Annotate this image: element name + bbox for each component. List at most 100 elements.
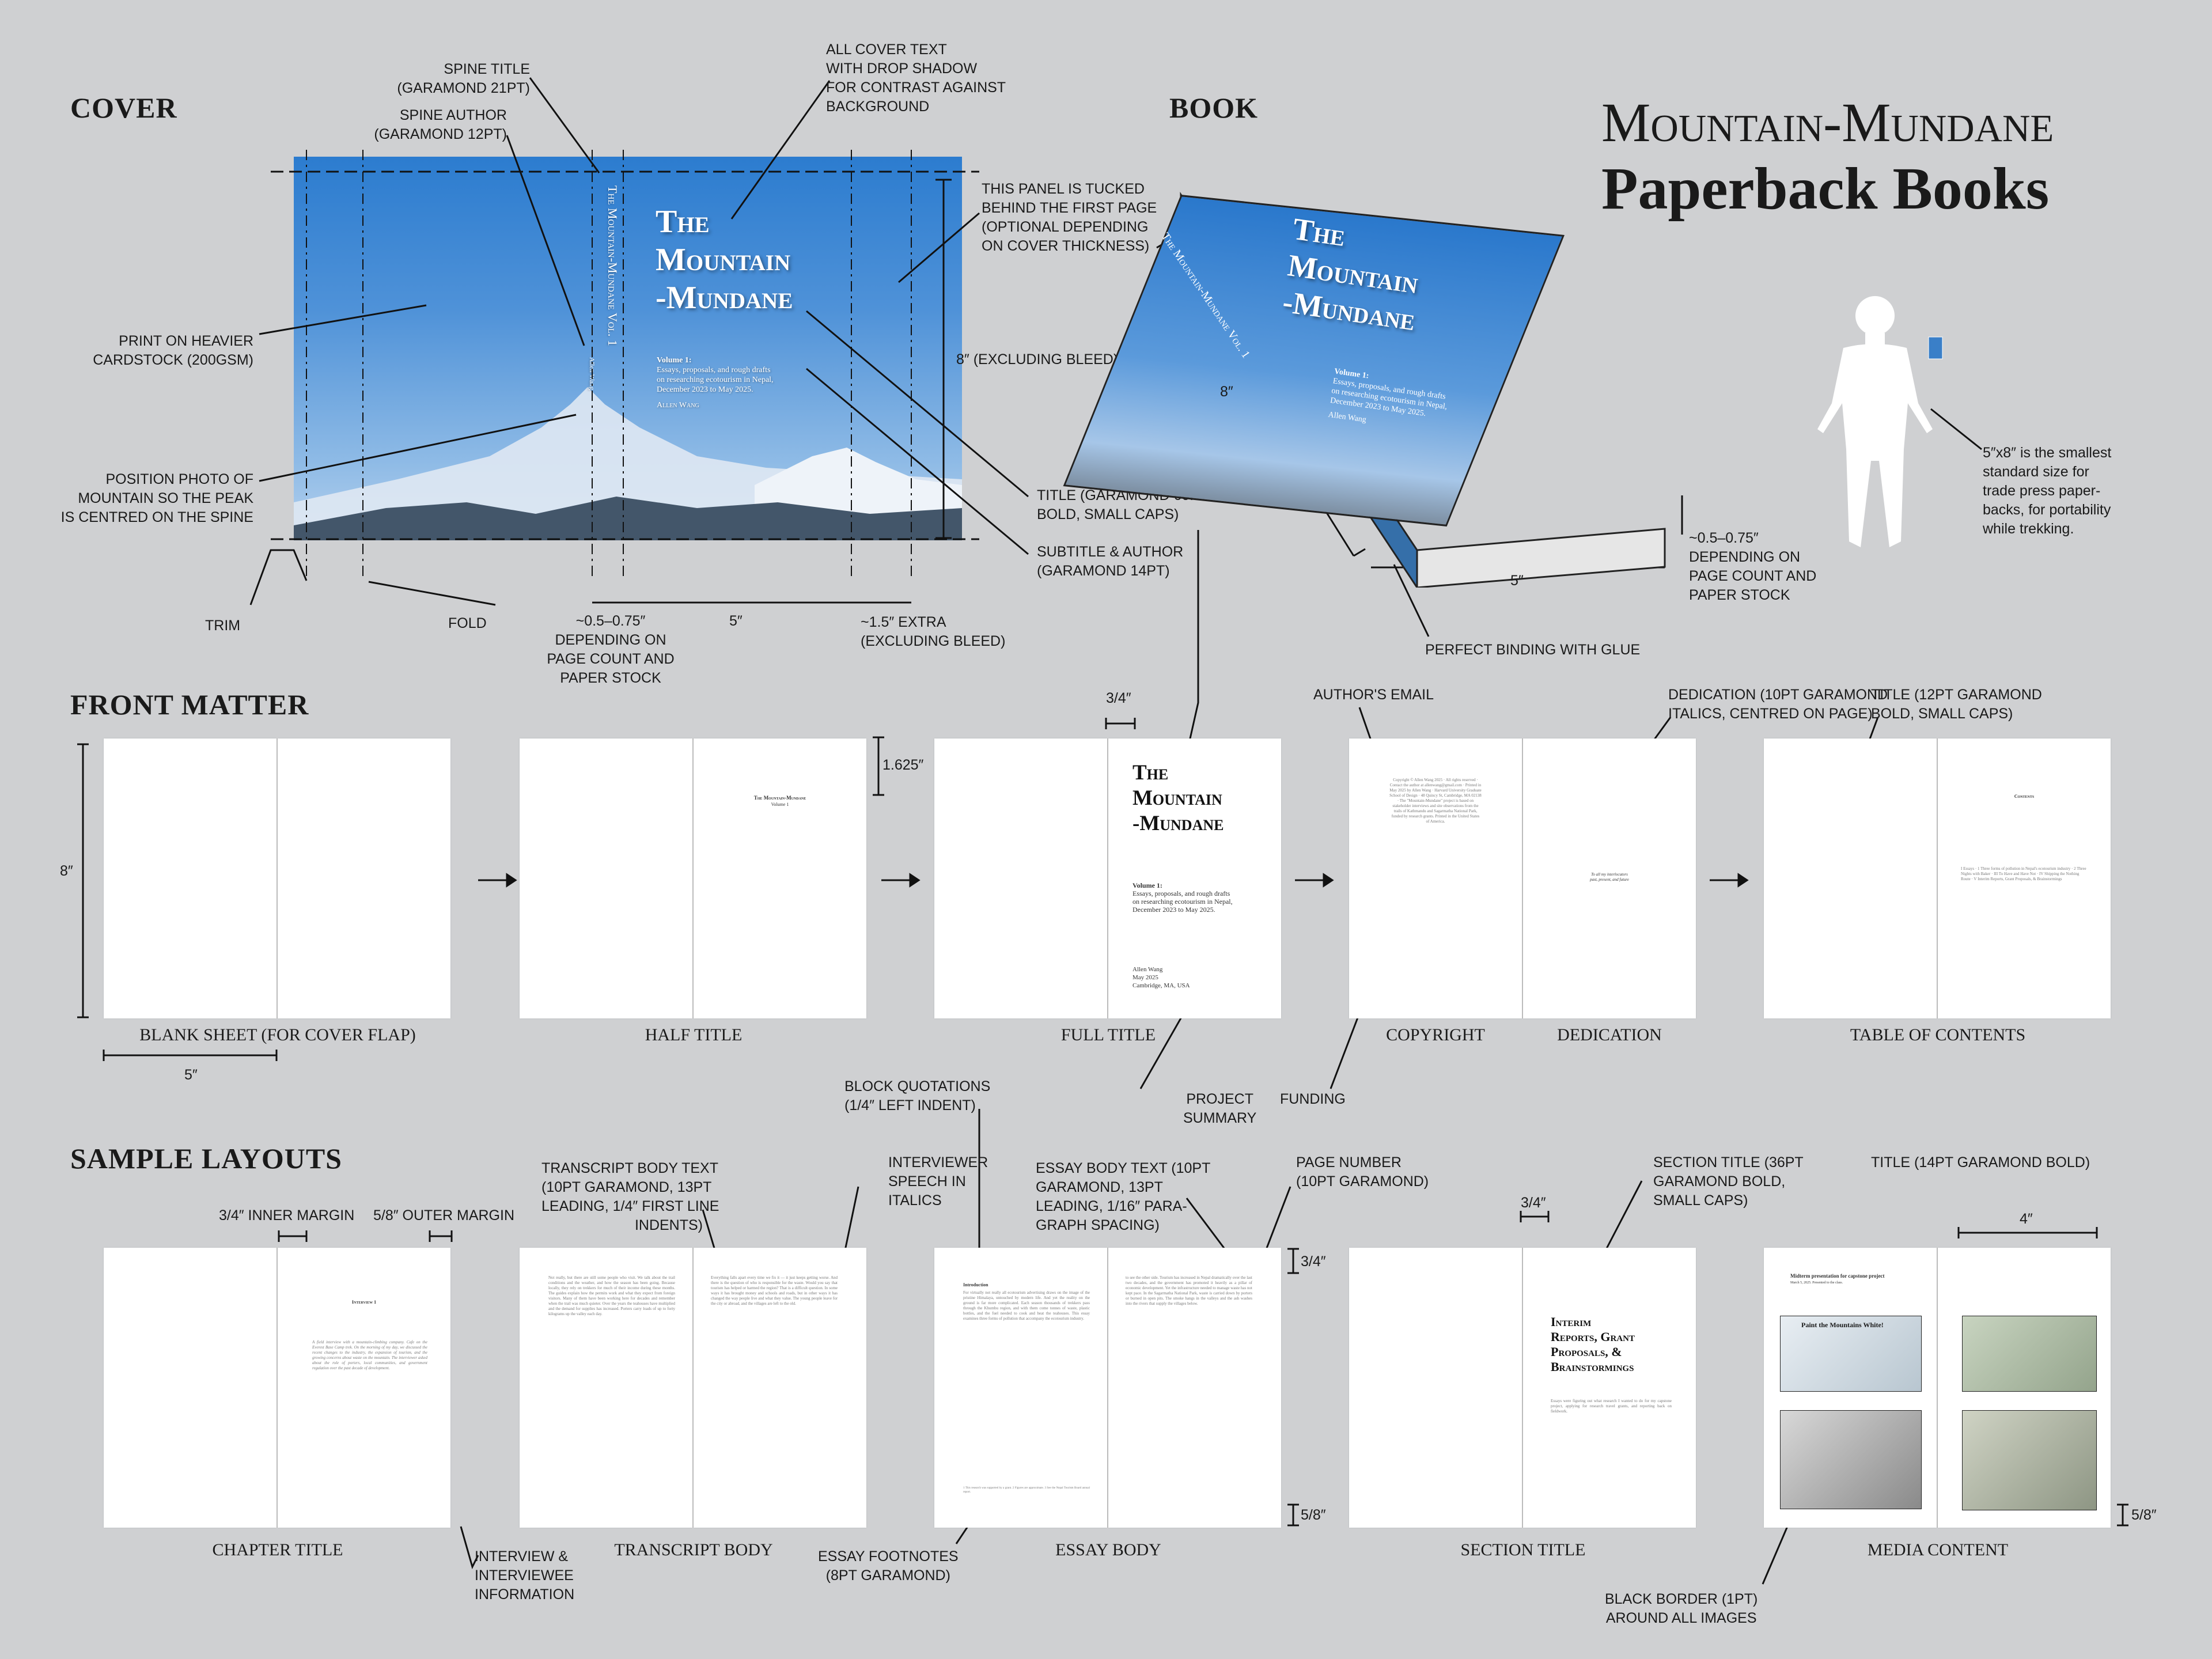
fm-height: 8″ [60, 863, 73, 879]
cover-title: The Mountain -Mundane [656, 203, 793, 317]
cover-title-line: -Mundane [656, 280, 793, 316]
dedication-text: To all my interlocutors past, present, a… [1523, 872, 1696, 882]
sl-media-width: 4″ [2020, 1211, 2033, 1227]
annot-position-photo: POSITION PHOTO OF MOUNTAIN SO THE PEAK I… [60, 471, 253, 525]
sl-gutter [1107, 1248, 1108, 1528]
full-author-line: May 2025 [1132, 974, 1158, 981]
annot-title-font: TITLE (GARAMOND 60PT BOLD, SMALL CAPS) [1037, 487, 1208, 522]
half-title-vol: Volume 1 [771, 802, 789, 807]
media-heading: Midterm presentation for capstone projec… [1790, 1273, 1885, 1279]
sl-interviewer-speech: INTERVIEWER SPEECH IN ITALICS [888, 1154, 988, 1209]
fm-caption-copyright: COPYRIGHT [1386, 1025, 1485, 1044]
cover-subtitle-line: December 2023 to May 2025. [657, 385, 753, 394]
sl-section-title-font: SECTION TITLE (36PT GARAMOND BOLD, SMALL… [1653, 1154, 1804, 1209]
fm-funding: FUNDING [1280, 1091, 1346, 1107]
fm-caption-dedication: DEDICATION [1557, 1025, 1662, 1044]
media-map-1 [1962, 1316, 2097, 1392]
annot-spine-author: SPINE AUTHOR (GARAMOND 12PT) [374, 107, 507, 142]
cover-title-line: The [656, 204, 710, 240]
transcript-text-italic: Everything falls apart every time we fix… [711, 1275, 838, 1306]
sl-media-left: Midterm presentation for capstone projec… [1764, 1248, 1937, 1528]
media-slide-2 [1780, 1410, 1922, 1509]
sl-transcript-left: Not really, but there are still some peo… [520, 1248, 692, 1528]
section-front-matter: FRONT MATTER [70, 688, 309, 721]
sl-caption-section: SECTION TITLE [1460, 1540, 1586, 1559]
sl-caption-essay: ESSAY BODY [1055, 1540, 1161, 1559]
media-slide-title: Paint the Mountains White! [1801, 1321, 1884, 1329]
sl-section-right: Interim Reports, Grant Proposals, & Brai… [1523, 1248, 1696, 1528]
fm-authors-email: AUTHOR'S EMAIL [1313, 687, 1434, 703]
essay-text-2: to see the other side. Tourism has incre… [1126, 1275, 1252, 1306]
full-subtitle: Volume 1: Essays, proposals, and rough d… [1132, 881, 1233, 914]
fm-project-summary: PROJECT SUMMARY [1183, 1091, 1257, 1126]
sl-chapter-left [104, 1248, 276, 1528]
full-sub-line: on researching ecotourism in Nepal, [1132, 897, 1233, 906]
annot-fold: FOLD [448, 615, 487, 631]
fm-gutter [1522, 738, 1523, 1018]
media-slide-1: Paint the Mountains White! [1780, 1316, 1922, 1392]
fm-gutter [276, 738, 278, 1018]
section-cover: COVER [70, 92, 177, 124]
sl-gutter [1522, 1248, 1523, 1528]
sl-essay-left: Introduction For virtually not really al… [934, 1248, 1107, 1528]
essay-footnotes: 1 This research was supported by a grant… [963, 1487, 1090, 1494]
chapter-body: A field interview with a mountain-climbi… [312, 1340, 427, 1370]
fm-halftitle-left [520, 738, 692, 1018]
dedication-line: To all my interlocutors [1591, 872, 1628, 877]
full-author-block: Allen Wang May 2025 Cambridge, MA, USA [1132, 965, 1190, 990]
section-title-line: Proposals, & [1551, 1344, 1622, 1359]
sl-essay-font: ESSAY BODY TEXT (10PT GARAMOND, 13PT LEA… [1036, 1160, 1211, 1233]
cover-mountains [294, 387, 962, 540]
fm-copyright-left: Copyright © Allen Wang 2025 · All rights… [1349, 738, 1522, 1018]
section-title-line: Interim [1551, 1315, 1592, 1329]
fm-gutter [1107, 738, 1108, 1018]
sl-footnotes: ESSAY FOOTNOTES (8PT GARAMOND) [818, 1548, 959, 1584]
full-title-line: The [1132, 761, 1169, 785]
fm-caption-toc: TABLE OF CONTENTS [1850, 1025, 2026, 1044]
cover-subtitle-line: Essays, proposals, and rough drafts [657, 366, 771, 374]
sl-block-quotations: BLOCK QUOTATIONS (1/4″ LEFT INDENT) [844, 1078, 991, 1113]
full-title: The Mountain -Mundane [1132, 760, 1224, 836]
fm-caption-half: HALF TITLE [645, 1025, 743, 1044]
fm-toc-font: TITLE (12PT GARAMOND BOLD, SMALL CAPS) [1871, 687, 2042, 722]
sl-page-number: PAGE NUMBER (10PT GARAMOND) [1296, 1154, 1429, 1190]
sl-media-right [1938, 1248, 2111, 1528]
sl-inner-margin: 3/4″ INNER MARGIN [219, 1207, 355, 1224]
sl-bottom-margin: 5/8″ [1301, 1507, 1326, 1523]
header-title: Mountain-Mundane Paperback Books [1601, 91, 2120, 224]
sl-media-bottom: 5/8″ [2131, 1507, 2157, 1523]
fm-blank-left [104, 738, 276, 1018]
sl-outer-margin: 5/8″ OUTER MARGIN [373, 1207, 514, 1224]
cover-author: Allen Wang [657, 401, 699, 410]
full-title-line: -Mundane [1132, 812, 1224, 835]
media-sub: March 5, 2025. Presented to the class. [1790, 1281, 1843, 1285]
full-sub-line: December 2023 to May 2025. [1132, 906, 1215, 914]
section-book: BOOK [1169, 92, 1259, 124]
sl-section-top: 3/4″ [1521, 1195, 1546, 1211]
fm-gutter [692, 738, 694, 1018]
fm-blank-right [278, 738, 450, 1018]
media-map-2 [1962, 1410, 2097, 1510]
sl-black-border: BLACK BORDER (1PT) AROUND ALL IMAGES [1605, 1591, 1758, 1626]
full-sub-line: Essays, proposals, and rough drafts [1132, 889, 1230, 897]
annot-height: 8″ (EXCLUDING BLEED) [956, 351, 1119, 368]
annot-extra: ~1.5″ EXTRA (EXCLUDING BLEED) [861, 614, 1006, 649]
fm-caption-full: FULL TITLE [1060, 1025, 1156, 1044]
fm-caption-blank: BLANK SHEET (FOR COVER FLAP) [139, 1025, 416, 1044]
sl-top-margin: 3/4″ [1301, 1253, 1326, 1270]
section-title: Interim Reports, Grant Proposals, & Brai… [1551, 1315, 1635, 1374]
essay-text: For virtually not really all ecotourism … [963, 1290, 1090, 1321]
annot-spine-width: ~0.5–0.75″ DEPENDING ON PAGE COUNT AND P… [547, 613, 675, 686]
cover-subtitle-head: Volume 1: [657, 356, 692, 365]
full-sub-head: Volume 1: [1132, 881, 1162, 889]
sl-caption-chapter: CHAPTER TITLE [212, 1540, 343, 1559]
book-thickness: ~0.5–0.75″ DEPENDING ON PAGE COUNT AND P… [1689, 530, 1817, 603]
half-title-text: The Mountain-Mundane [753, 795, 806, 801]
fm-gutter [1937, 738, 1938, 1018]
sl-media-title-font: TITLE (14PT GARAMOND BOLD) [1871, 1154, 2090, 1171]
sl-transcript-font: TRANSCRIPT BODY TEXT (10PT GARAMOND, 13P… [541, 1160, 719, 1233]
annot-spine-title: SPINE TITLE (GARAMOND 21PT) [397, 61, 530, 96]
annot-trim: TRIM [205, 618, 241, 634]
sl-transcript-right: Everything falls apart every time we fix… [694, 1248, 866, 1528]
fm-dedication-font: DEDICATION (10PT GARAMOND ITALICS, CENTR… [1668, 687, 1888, 722]
